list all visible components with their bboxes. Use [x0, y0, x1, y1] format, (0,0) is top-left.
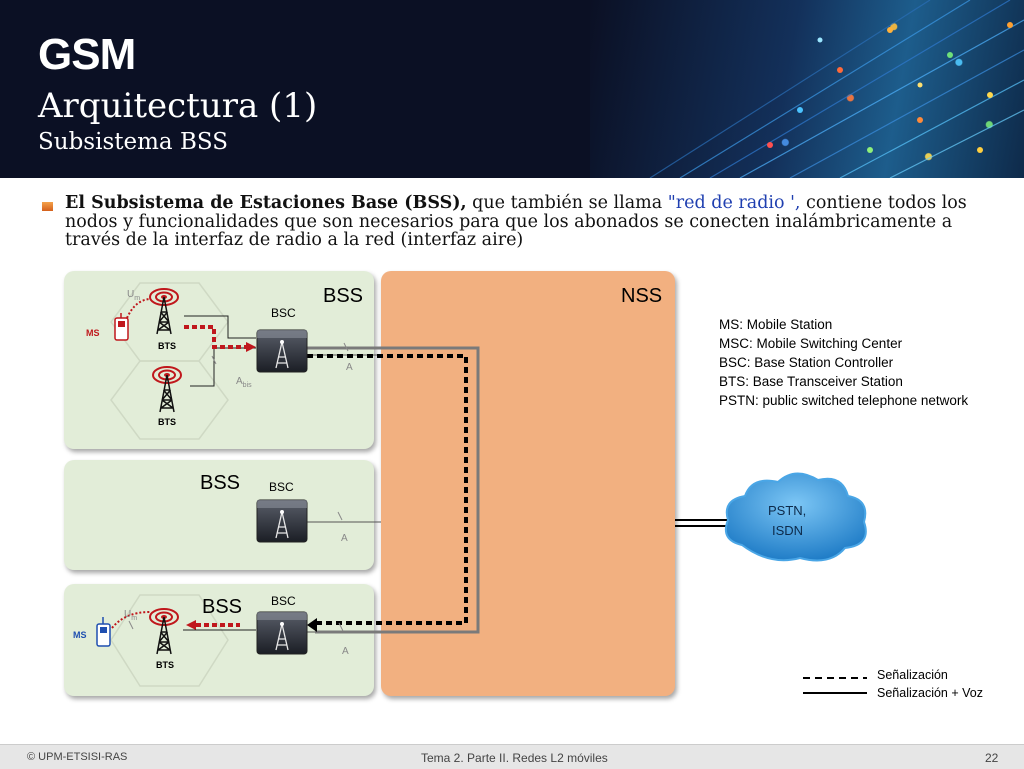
bts-label-1: BTS — [158, 341, 176, 351]
bts-label-2: BTS — [158, 417, 176, 427]
legend-item: PSTN: public switched telephone network — [719, 393, 969, 408]
bsc-label-3: BSC — [271, 594, 296, 608]
bold-term: El Subsistema de Estaciones Base (BSS), — [65, 193, 467, 213]
bts-tower-icon-3 — [149, 608, 179, 655]
bsc-label-2: BSC — [269, 480, 294, 494]
bss-panel-2 — [64, 460, 374, 570]
bullet-icon — [42, 202, 53, 211]
mobile-phone-icon-blue — [96, 617, 111, 647]
nss-panel — [381, 271, 675, 696]
um-label-1: Um — [127, 289, 141, 302]
legend-item: MS: Mobile Station — [719, 317, 833, 332]
legend-item: BTS: Base Transceiver Station — [719, 374, 903, 389]
isdn-label: ISDN — [772, 523, 804, 538]
signal-voice-legend-label: Señalización + Voz — [877, 686, 983, 700]
bsc-icon-1 — [256, 329, 308, 373]
bsc-icon-3 — [256, 611, 308, 655]
a-interface-label-3: A — [342, 646, 349, 657]
footer-copyright: © UPM-ETSISI-RAS — [27, 751, 128, 763]
paragraph-text-1: que también se llama — [466, 193, 668, 213]
slide-section: Subsistema BSS — [38, 129, 228, 155]
page-number: 22 — [985, 751, 999, 765]
legend-item: BSC: Base Station Controller — [719, 355, 894, 370]
ms-label-1: MS — [86, 328, 100, 338]
bts-tower-icon-1 — [149, 288, 179, 335]
bss-label-3: BSS — [202, 596, 243, 618]
bts-label-3: BTS — [156, 660, 174, 670]
fiber-optic-lines — [649, 0, 1024, 178]
pstn-label: PSTN, — [768, 503, 807, 518]
bullet-paragraph: El Subsistema de Estaciones Base (BSS), … — [65, 194, 995, 250]
bss-label-1: BSS — [323, 285, 364, 307]
bss-panel-1 — [64, 271, 374, 449]
a-interface-label-1: A — [346, 362, 353, 373]
slide-subtitle: Arquitectura (1) — [38, 86, 318, 126]
slide-title: GSM — [38, 30, 136, 79]
highlight-text: "red de radio ', — [667, 193, 801, 213]
abbreviation-legend: MS: Mobile Station MSC: Mobile Switching… — [719, 315, 968, 410]
slide-footer: © UPM-ETSISI-RAS Tema 2. Parte II. Redes… — [0, 744, 1024, 769]
pstn-cloud-icon — [724, 472, 867, 562]
slide-header: GSM Arquitectura (1) Subsistema BSS — [0, 0, 1024, 178]
a-interface-label-2: A — [341, 533, 348, 544]
bts-tower-icon-2 — [152, 366, 182, 413]
bss-label-2: BSS — [200, 472, 241, 494]
nss-label: NSS — [621, 285, 663, 307]
bsc-label-1: BSC — [271, 306, 296, 320]
paragraph-text-2: contiene todos los nodos y funcionalidad… — [65, 193, 967, 250]
legend-item: MSC: Mobile Switching Center — [719, 336, 903, 351]
bsc-icon-2 — [256, 499, 308, 543]
abis-label: Abis — [236, 376, 252, 389]
signal-legend-label: Señalización — [877, 668, 948, 682]
um-label-2: Um — [124, 609, 138, 622]
cell-hexagons — [110, 282, 229, 687]
footer-title: Tema 2. Parte II. Redes L2 móviles — [421, 751, 608, 765]
ms-label-2: MS — [73, 630, 87, 640]
mobile-phone-icon-red — [114, 313, 129, 341]
bss-panel-3 — [64, 584, 374, 696]
